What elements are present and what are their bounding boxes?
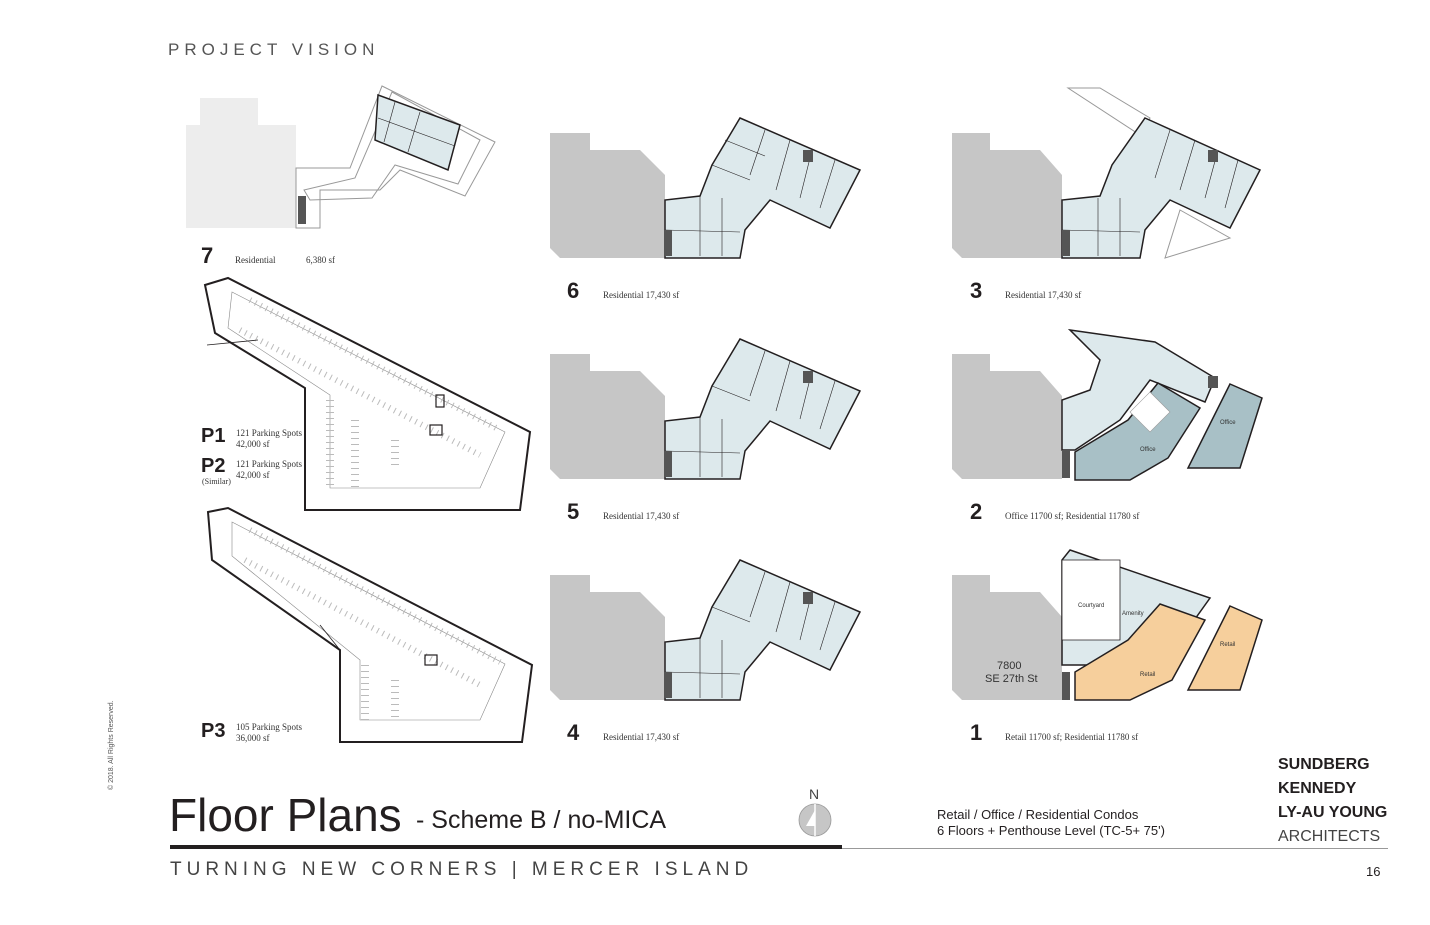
parking-spots-p2: 121 Parking Spots	[236, 459, 303, 469]
retail-area-west	[1074, 603, 1207, 701]
level-number-7: 7	[201, 243, 214, 268]
existing-building	[952, 354, 1062, 479]
plan-level-6	[550, 117, 862, 259]
level-use-6: Residential 17,430 sf	[603, 290, 680, 300]
level-number-5: 5	[567, 499, 580, 524]
parking-label-p3: P3	[201, 720, 226, 742]
parking-note-p2: (Similar)	[202, 477, 231, 486]
parking-spots-p3: 105 Parking Spots	[236, 722, 303, 732]
plan-level-4	[550, 559, 862, 701]
address-line-2: SE 27th St	[985, 673, 1038, 685]
existing-building	[952, 133, 1062, 258]
parking-label-p2: P2	[201, 455, 226, 477]
plan-level-5	[550, 338, 862, 480]
plan-label-retail-west: Retail	[1140, 672, 1156, 678]
plan-label-retail-east: Retail	[1220, 642, 1236, 648]
existing-building	[550, 575, 665, 700]
program-line-1: Retail / Office / Residential Condos	[937, 807, 1139, 822]
level-use-1: Retail 11700 sf; Residential 11780 sf	[1005, 732, 1139, 742]
level-use-3: Residential 17,430 sf	[1005, 290, 1082, 300]
parking-area-p1: 42,000 sf	[236, 439, 270, 449]
plan-label-amenity: Amenity	[1122, 611, 1144, 617]
firm-name-line-1: SUNDBERG	[1278, 756, 1370, 773]
level-number-6: 6	[567, 278, 580, 303]
parking-label-p1: P1	[201, 425, 226, 447]
level-number-2: 2	[970, 499, 983, 524]
plan-level-2	[952, 328, 1263, 481]
existing-building	[952, 575, 1062, 700]
plan-level-7	[186, 85, 496, 229]
plan-parking-p3	[206, 506, 534, 743]
parking-area-p3: 36,000 sf	[236, 733, 270, 743]
divider-line	[842, 848, 1388, 849]
plan-label-courtyard: Courtyard	[1078, 603, 1105, 609]
title-rule	[170, 845, 842, 849]
plan-parking-p1-p2	[203, 276, 532, 511]
level-use-7: Residential	[235, 255, 276, 265]
north-label: N	[809, 786, 820, 802]
section-label: PROJECT VISION	[168, 40, 380, 59]
level-number-3: 3	[970, 278, 983, 303]
office-area-west	[1074, 382, 1202, 481]
plan-level-1	[952, 549, 1263, 701]
project-name: TURNING NEW CORNERS | MERCER ISLAND	[170, 859, 754, 880]
parking-spots-p1: 121 Parking Spots	[236, 428, 303, 438]
level-use-2: Office 11700 sf; Residential 11780 sf	[1005, 511, 1140, 521]
firm-name-line-4: ARCHITECTS	[1278, 828, 1381, 845]
retail-area-east	[1186, 605, 1263, 691]
parking-area-p2: 42,000 sf	[236, 470, 270, 480]
level-use-4: Residential 17,430 sf	[603, 732, 680, 742]
plan-label-office-east: Office	[1220, 420, 1236, 426]
page-title: Floor Plans	[169, 789, 402, 841]
existing-building	[186, 98, 296, 228]
program-line-2: 6 Floors + Penthouse Level (TC-5+ 75')	[937, 823, 1165, 838]
north-arrow-icon	[798, 803, 832, 837]
plan-label-office-west: Office	[1140, 447, 1156, 453]
page-number: 16	[1366, 864, 1381, 879]
address-line-1: 7800	[997, 660, 1022, 672]
page-subtitle: - Scheme B / no-MICA	[416, 806, 667, 834]
existing-building	[550, 354, 665, 479]
level-number-4: 4	[567, 720, 580, 745]
plan-level-3	[952, 87, 1262, 259]
level-use-5: Residential 17,430 sf	[603, 511, 680, 521]
existing-building	[550, 133, 665, 258]
firm-name-line-3: LY-AU YOUNG	[1278, 804, 1388, 821]
copyright-notice: © 2018. All Rights Reserved.	[108, 700, 115, 790]
office-area-east	[1186, 383, 1263, 469]
firm-name-line-2: KENNEDY	[1278, 780, 1357, 797]
level-number-1: 1	[970, 720, 983, 745]
level-area-7: 6,380 sf	[306, 255, 335, 265]
